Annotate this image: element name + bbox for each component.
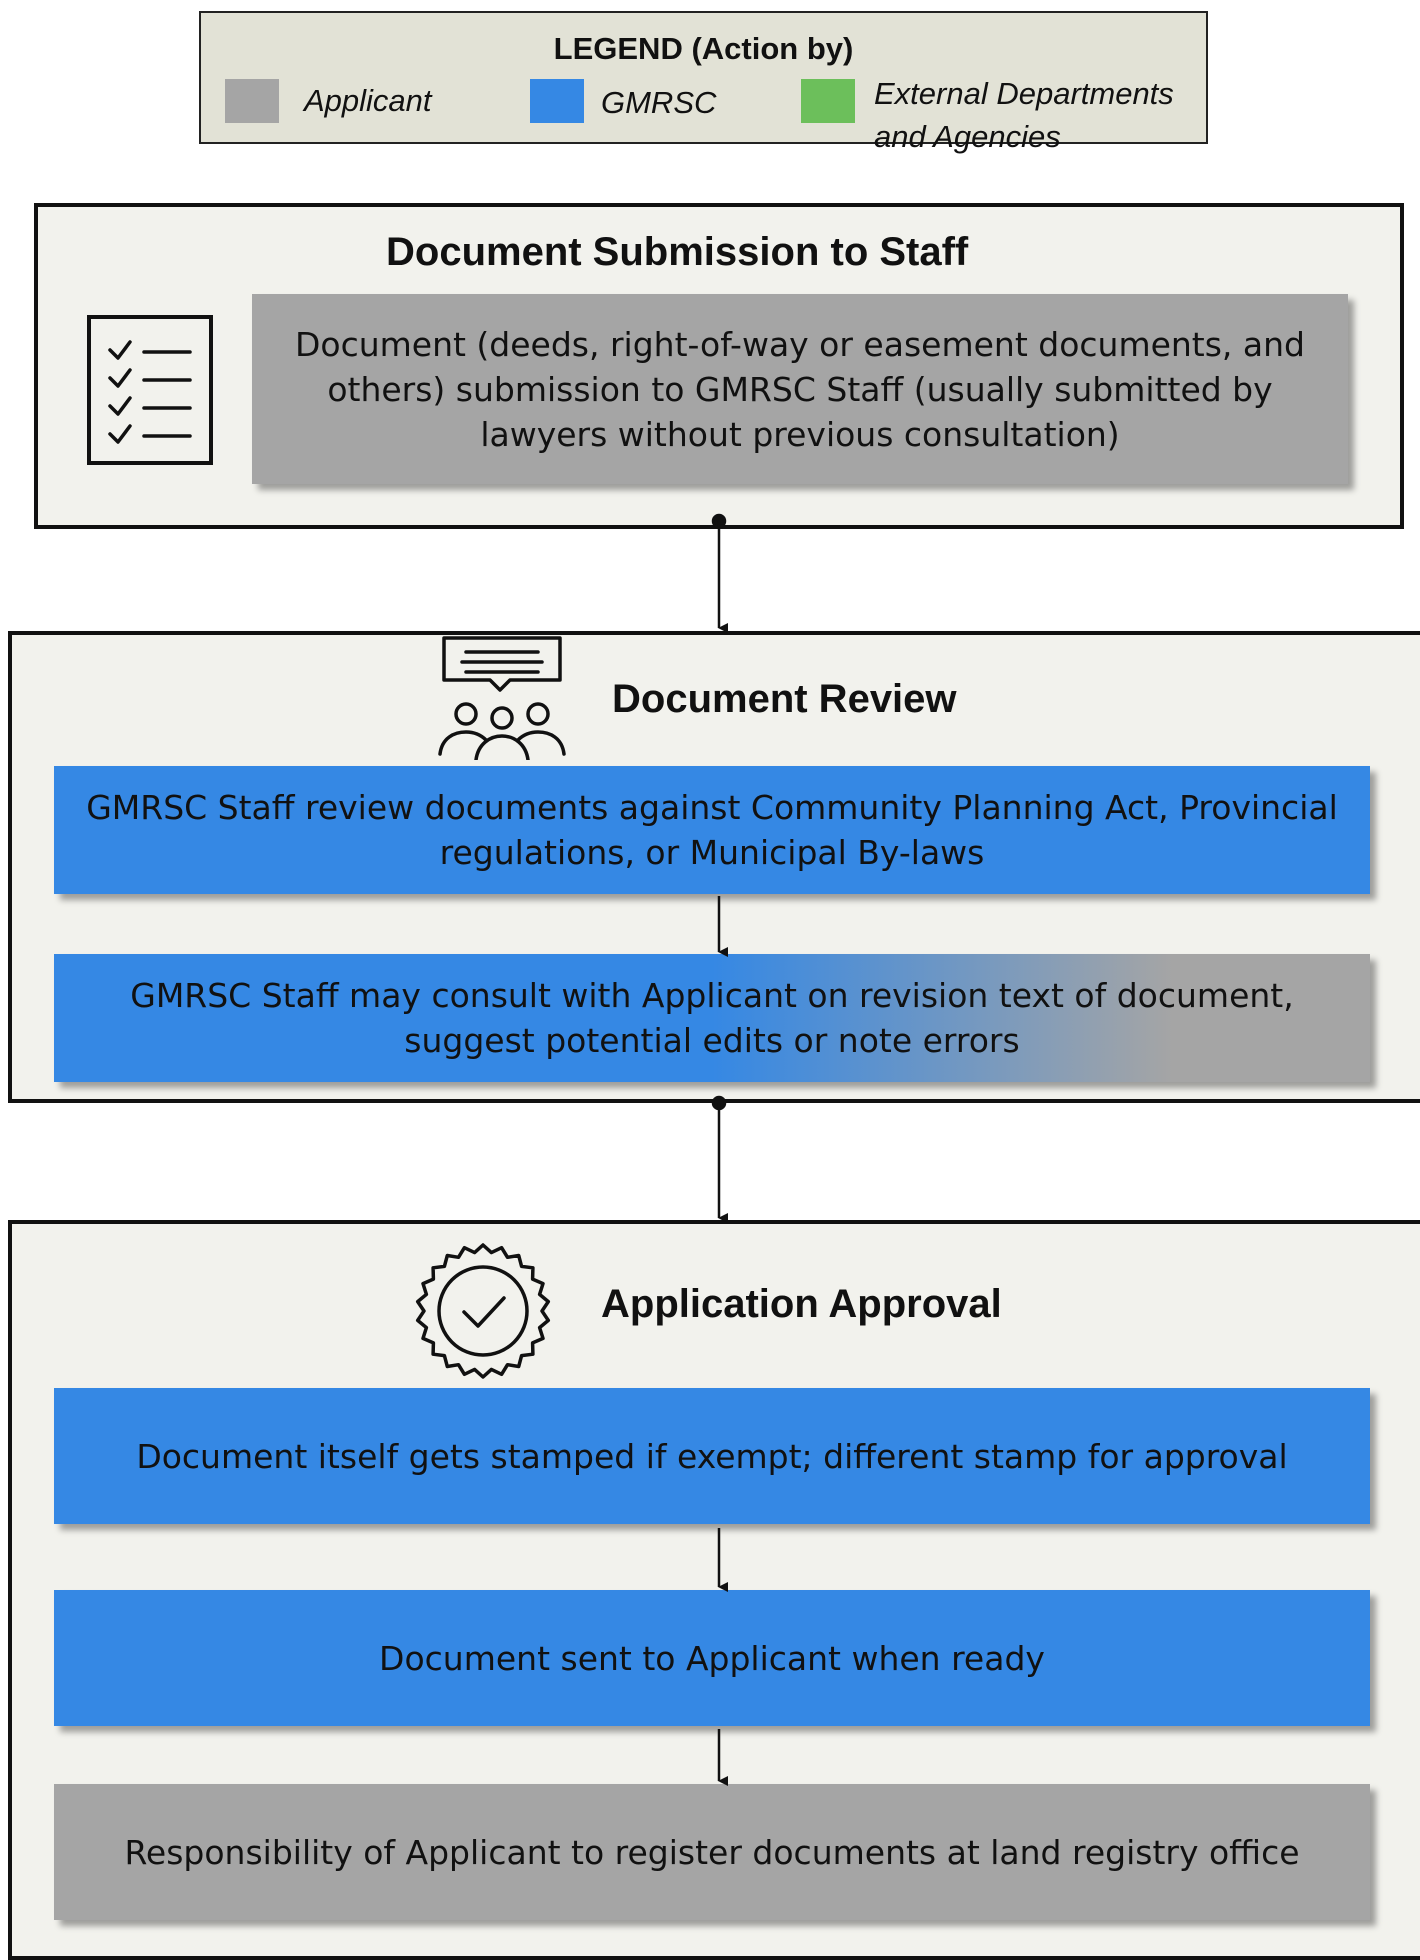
section-title-approval: Application Approval <box>601 1282 1002 1326</box>
step-document-submission: Document (deeds, right-of-way or easemen… <box>252 294 1348 484</box>
legend: LEGEND (Action by) Applicant GMRSC Exter… <box>199 11 1208 154</box>
step-document-stamped: Document itself gets stamped if exempt; … <box>54 1388 1370 1524</box>
legend-label-gmrsc: GMRSC <box>601 85 717 120</box>
section-title-submission: Document Submission to Staff <box>386 230 969 274</box>
legend-label-applicant: Applicant <box>304 83 432 118</box>
checklist-icon <box>87 315 213 465</box>
step-register-documents: Responsibility of Applicant to register … <box>54 1784 1370 1920</box>
approval-badge-icon <box>415 1243 551 1379</box>
meeting-icon <box>438 636 566 760</box>
legend-label-external-line1: External Departments <box>874 76 1174 111</box>
legend-swatch-applicant <box>225 79 279 123</box>
legend-label-external-line2: and Agencies <box>874 119 1061 154</box>
section-title-review: Document Review <box>612 677 957 721</box>
step-staff-review: GMRSC Staff review documents against Com… <box>54 766 1370 894</box>
legend-swatch-external <box>801 79 855 123</box>
step-staff-consult: GMRSC Staff may consult with Applicant o… <box>54 954 1370 1082</box>
legend-title: LEGEND (Action by) <box>553 31 854 66</box>
legend-swatch-gmrsc <box>530 79 584 123</box>
step-document-sent: Document sent to Applicant when ready <box>54 1590 1370 1726</box>
